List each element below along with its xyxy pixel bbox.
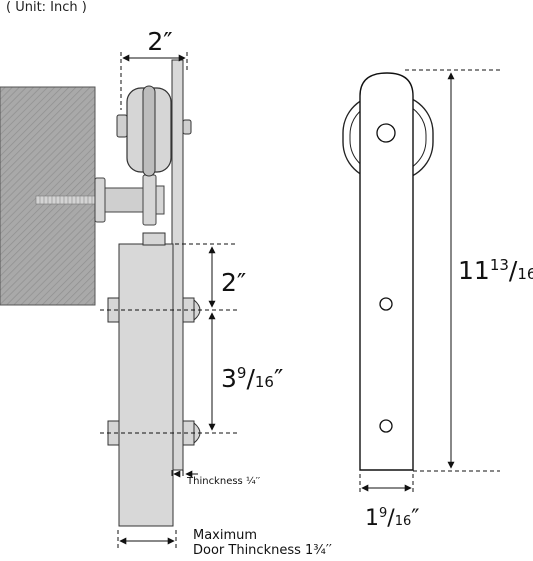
axle-cap-left: [116, 114, 128, 138]
axle-cap-right: [182, 119, 192, 135]
dim-top-width-label: 2″: [147, 27, 172, 56]
front-strap: [359, 72, 414, 471]
front-view: 1113/16″ 19/16″: [342, 69, 533, 531]
front-axle-hole: [376, 123, 396, 143]
dim-bolt-spacing-label: 39/16″: [221, 364, 283, 393]
thickness-note: Thinckness ¼′′: [186, 475, 261, 487]
unit-label: ( Unit: Inch ): [6, 0, 87, 15]
dim-strap-thickness: [171, 470, 198, 478]
front-bolt-hole-lower: [379, 419, 393, 433]
side-view: 2″ 2″ 39/16″: [0, 27, 332, 558]
dim-top-width: [120, 52, 188, 110]
max-door-note-line2: Door Thinckness 1¾′′: [193, 543, 332, 557]
spacer-tube: [104, 187, 144, 213]
dim-strap-width-label: 19/16″: [365, 506, 419, 531]
max-door-note-line1: Maximum: [193, 528, 257, 543]
spacer-washer-right: [142, 174, 157, 226]
anti-jump-block: [142, 232, 166, 246]
bolt-nut: [155, 185, 165, 215]
dim-total-height-label: 1113/16″: [458, 256, 533, 285]
dim-bolt-offset-label: 2″: [221, 268, 246, 297]
front-bolt-hole-upper: [379, 297, 393, 311]
door: [118, 243, 174, 527]
wheel-groove: [142, 85, 156, 177]
front-reference-lines: [359, 69, 500, 492]
lag-bolt-thread-marks: [39, 196, 93, 204]
side-reference-lines: [100, 243, 238, 548]
lag-bolt-threads: [35, 195, 99, 205]
spacer-washer: [94, 177, 106, 223]
strap-plate: [171, 59, 184, 471]
